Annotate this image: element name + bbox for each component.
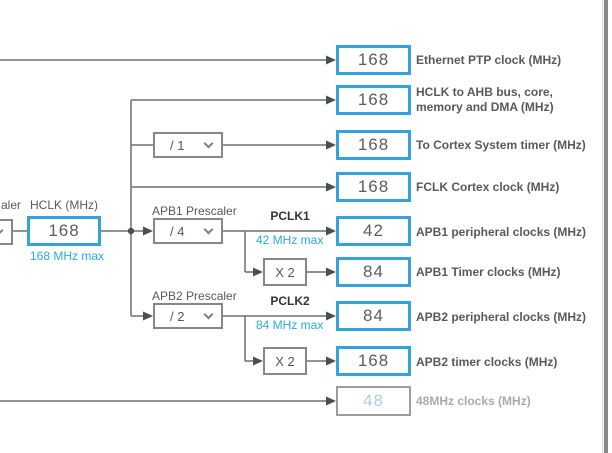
hclk-value-field[interactable]: 168 [27,216,101,246]
apb1-timer-multiplier: X 2 [263,258,307,286]
hclk-ahb-clock-label: HCLK to AHB bus, core, memory and DMA (M… [416,85,554,114]
apb1-prescaler-dropdown[interactable]: / 4 [153,218,223,244]
ethernet-ptp-clock-label: Ethernet PTP clock (MHz) [416,53,562,67]
chevron-down-icon [203,309,214,319]
apb2-prescaler-label: APB2 Prescaler [152,289,237,303]
chevron-down-icon [0,225,4,235]
apb1-timer-clock-field[interactable]: 84 [336,257,411,287]
fclk-cortex-clock-label: FCLK Cortex clock (MHz) [416,180,560,194]
pclk1-label: PCLK1 [270,209,310,223]
hclk-ahb-clock-field[interactable]: 168 [336,85,411,115]
scrollbar-thumb[interactable] [604,0,608,453]
pclk1-max-note: 42 MHz max [256,233,324,247]
clipped-ahb-prescaler-label: aler [1,198,22,212]
apb2-peripheral-clock-label: APB2 peripheral clocks (MHz) [416,310,587,324]
hclk-max-note: 168 MHz max [29,249,105,263]
junction-dot [127,227,135,235]
clock-48mhz-field: 48 [336,386,411,416]
fclk-cortex-clock-field[interactable]: 168 [336,172,411,202]
apb1-prescaler-label: APB1 Prescaler [152,204,237,218]
apb1-timer-clock-label: APB1 Timer clocks (MHz) [416,265,561,279]
pclk2-max-note: 84 MHz max [256,318,324,332]
clock-48mhz-label: 48MHz clocks (MHz) [416,394,531,408]
ethernet-ptp-clock-field[interactable]: 168 [336,45,411,75]
apb1-prescaler-value: / 4 [170,223,185,239]
hclk-label: HCLK (MHz) [30,198,98,212]
chevron-down-icon [203,224,214,234]
apb2-timer-clock-field[interactable]: 168 [336,346,411,376]
apb1-peripheral-clock-label: APB1 peripheral clocks (MHz) [416,225,587,239]
pclk2-label: PCLK2 [270,294,310,308]
apb2-prescaler-dropdown[interactable]: / 2 [153,303,223,329]
cortex-system-timer-label: To Cortex System timer (MHz) [416,138,586,152]
cortex-timer-prescaler-value: / 1 [170,137,185,153]
cortex-system-timer-field[interactable]: 168 [336,130,411,160]
cortex-timer-prescaler-dropdown[interactable]: / 1 [153,132,223,158]
apb2-timer-clock-label: APB2 timer clocks (MHz) [416,355,558,369]
scrollbar-track [602,0,603,453]
apb2-prescaler-value: / 2 [170,308,185,324]
apb2-timer-multiplier: X 2 [263,347,307,375]
apb2-peripheral-clock-field[interactable]: 84 [336,301,411,331]
chevron-down-icon [203,138,214,148]
ahb-prescaler-dropdown[interactable] [0,219,13,245]
apb1-peripheral-clock-field[interactable]: 42 [336,216,411,246]
